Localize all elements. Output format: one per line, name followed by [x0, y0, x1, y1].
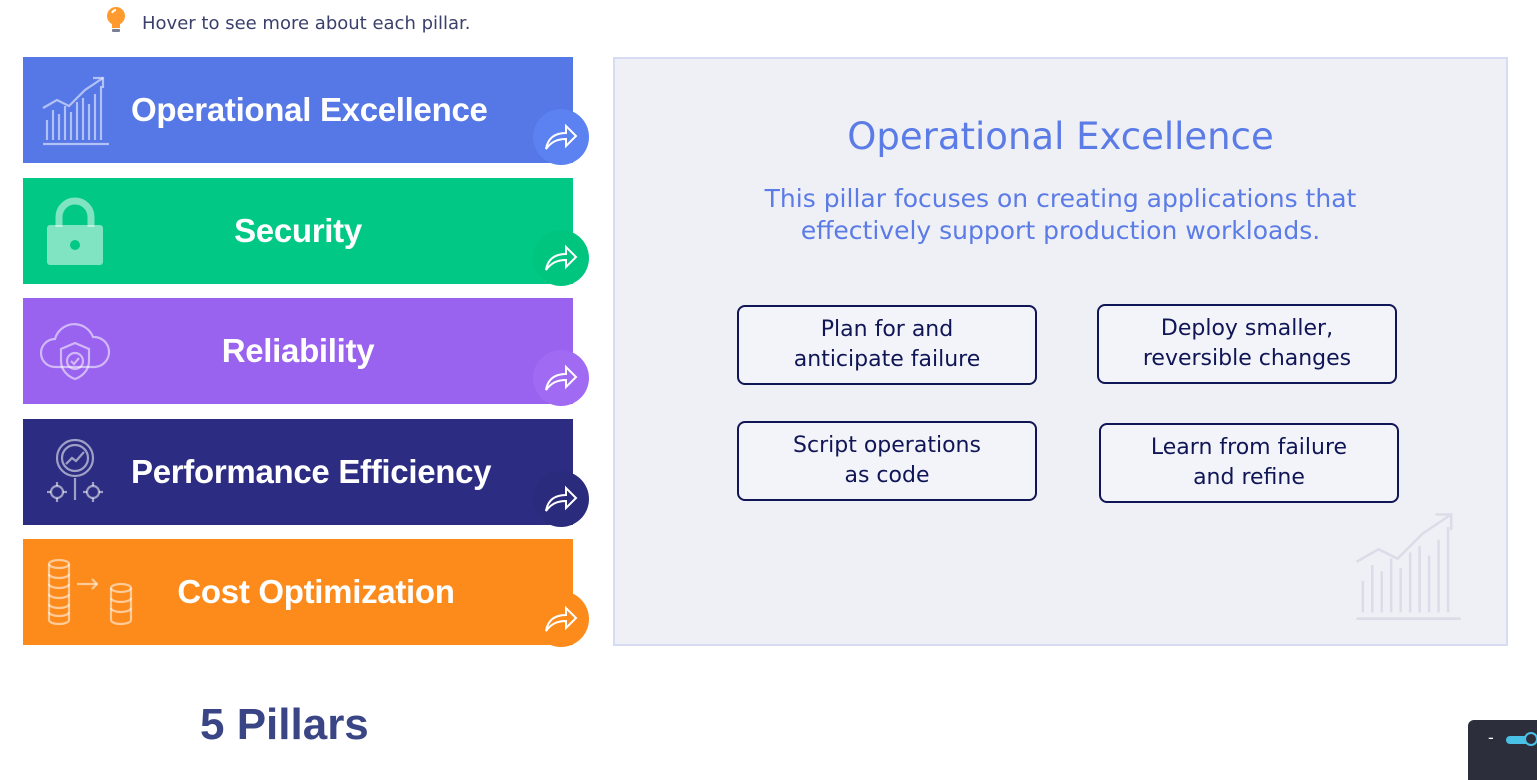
pillar-label: Security	[234, 212, 362, 249]
cloud-shield-icon	[37, 313, 113, 389]
detail-title: Operational Excellence	[847, 115, 1274, 158]
growth-chart-icon	[37, 72, 113, 148]
lightbulb-icon	[104, 6, 128, 41]
slider-knob[interactable]	[1524, 732, 1537, 746]
principle-card: Deploy smaller, reversible changes	[1097, 304, 1397, 384]
padlock-icon	[37, 193, 113, 269]
coin-stack-transfer-icon	[37, 554, 133, 630]
pillar-operational-excellence[interactable]: Operational Excellence	[23, 57, 589, 165]
hint-text: Hover to see more about each pillar.	[142, 12, 471, 34]
pillar-security[interactable]: Security	[23, 178, 589, 286]
growth-chart-icon	[1347, 505, 1467, 625]
pillar-cost-optimization[interactable]: Cost Optimization	[23, 539, 589, 647]
pillar-reliability[interactable]: Reliability	[23, 298, 589, 406]
gauge-gears-icon	[37, 434, 113, 510]
principle-card: Script operations as code	[737, 421, 1037, 501]
hover-hint: Hover to see more about each pillar.	[104, 6, 471, 41]
section-title: 5 Pillars	[200, 700, 369, 749]
pillar-label: Cost Optimization	[177, 573, 455, 610]
pillar-label: Operational Excellence	[131, 91, 488, 128]
zoom-widget[interactable]: -	[1468, 720, 1537, 780]
pillar-detail-panel: Operational Excellence This pillar focus…	[613, 57, 1508, 646]
pillar-performance-efficiency[interactable]: Performance Efficiency	[23, 419, 589, 527]
arrow-share-icon[interactable]	[533, 350, 589, 406]
principle-card: Plan for and anticipate failure	[737, 305, 1037, 385]
arrow-share-icon[interactable]	[533, 471, 589, 527]
arrow-share-icon[interactable]	[533, 591, 589, 647]
detail-description: This pillar focuses on creating applicat…	[764, 184, 1357, 245]
pillar-label: Reliability	[221, 332, 375, 369]
minus-label[interactable]: -	[1488, 728, 1494, 747]
slider-track[interactable]	[1506, 736, 1536, 744]
pillar-label: Performance Efficiency	[131, 453, 492, 490]
principle-card: Learn from failure and refine	[1099, 423, 1399, 503]
arrow-share-icon[interactable]	[533, 109, 589, 165]
arrow-share-icon[interactable]	[533, 230, 589, 286]
